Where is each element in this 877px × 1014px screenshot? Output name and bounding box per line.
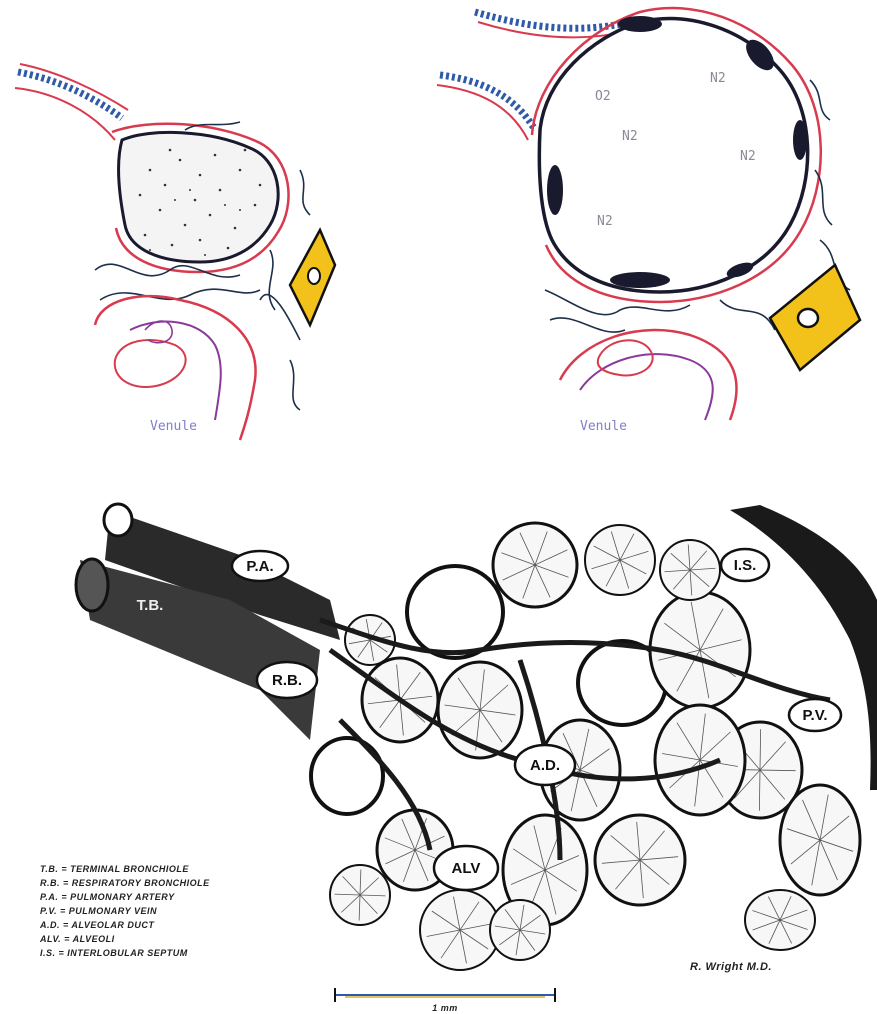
bronchiole-wall-red2 — [20, 64, 128, 110]
cell-nucleus-right — [798, 309, 818, 327]
svg-text:A.D.: A.D. — [530, 757, 560, 774]
svg-text:P.A.: P.A. — [246, 558, 273, 575]
label-tb: T.B. — [137, 597, 164, 614]
label-ad: A.D. — [515, 745, 575, 785]
label-pv: P.V. — [789, 699, 841, 731]
upper-airway-wall — [475, 12, 640, 28]
svg-text:ALV: ALV — [452, 860, 481, 877]
author-signature: R. Wright M.D. — [690, 961, 772, 973]
gas-label-n2-1: N2 — [710, 71, 726, 86]
label-rb: R.B. — [257, 662, 317, 698]
pa-tube-opening — [104, 504, 132, 536]
scale-bar: 1 mm — [335, 988, 555, 1013]
tb-tube-opening — [76, 559, 108, 611]
lower-airway-red — [437, 85, 528, 140]
lower-airway-wall — [440, 75, 535, 130]
legend: T.B. = TERMINAL BRONCHIOLE R.B. = RESPIR… — [39, 864, 210, 958]
venule-inner-right — [580, 354, 713, 420]
label-pa: P.A. — [232, 551, 288, 581]
alveoli-cluster — [311, 523, 860, 970]
bronchiole-wall-red — [15, 88, 115, 140]
gas-label-o2: O2 — [595, 89, 611, 104]
venule-loop — [115, 340, 186, 387]
legend-item-pa: P.A. = PULMONARY ARTERY — [40, 892, 175, 902]
inflated-alveolus-panel: O2 N2 N2 N2 N2 Venule — [437, 8, 860, 434]
legend-item-ad: A.D. = ALVEOLAR DUCT — [39, 920, 155, 930]
gas-label-n2-4: N2 — [597, 214, 613, 229]
legend-item-rb: R.B. = RESPIRATORY BRONCHIOLE — [40, 878, 210, 888]
collapsed-alveolus — [119, 132, 279, 262]
lung-lobule-sketch: P.A. T.B. R.B. I.S. P.V. A.D. — [39, 504, 877, 1013]
cell-nucleus-left — [308, 268, 320, 284]
open-alveolus-2 — [311, 738, 383, 814]
svg-text:I.S.: I.S. — [734, 557, 757, 574]
venule-inner — [130, 322, 221, 420]
legend-item-alv: ALV. = ALVEOLI — [39, 934, 115, 944]
legend-item-pv: P.V. = PULMONARY VEIN — [40, 906, 157, 916]
svg-text:R.B.: R.B. — [272, 672, 302, 689]
open-alveolus-0 — [407, 566, 503, 658]
legend-item-is: I.S. = INTERLOBULAR SEPTUM — [40, 948, 188, 958]
collapsed-alveolus-panel: Venule — [15, 64, 335, 440]
label-is: I.S. — [721, 549, 769, 581]
scale-bar-label: 1 mm — [432, 1003, 458, 1013]
label-alv: ALV — [434, 846, 498, 890]
venule-label-right: Venule — [580, 419, 627, 434]
gas-label-n2-3: N2 — [740, 149, 756, 164]
gas-label-n2-2: N2 — [622, 129, 638, 144]
svg-text:P.V.: P.V. — [802, 707, 827, 724]
venule-label-left: Venule — [150, 419, 197, 434]
legend-item-tb: T.B. = TERMINAL BRONCHIOLE — [40, 864, 189, 874]
svg-text:T.B.: T.B. — [137, 597, 164, 614]
